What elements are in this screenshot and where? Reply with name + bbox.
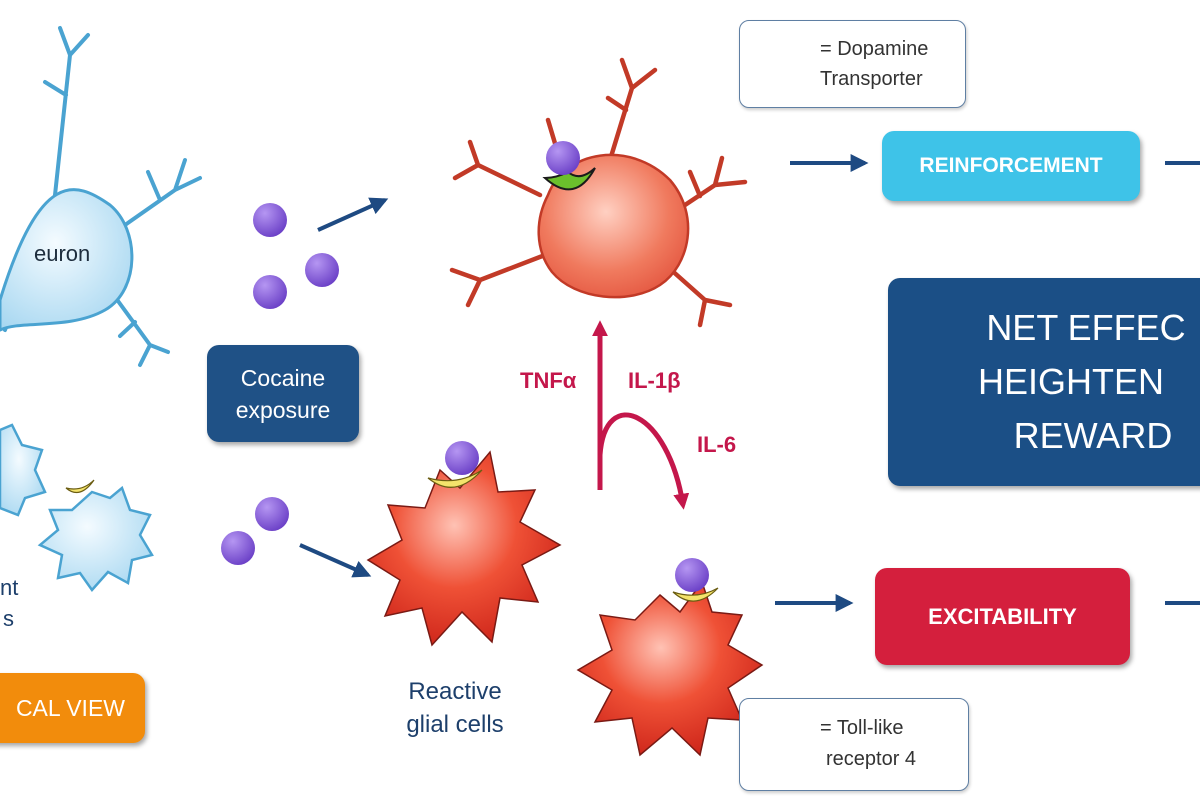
cocaine-molecules-bottom bbox=[221, 497, 289, 565]
il-1-beta-label: IL-1β bbox=[628, 368, 681, 393]
net-effect-line2: HEIGHTEN bbox=[977, 361, 1164, 402]
cocaine-molecule bbox=[546, 141, 580, 175]
legend-tlr-line2: receptor 4 bbox=[826, 748, 917, 770]
net-effect-line1: NET EFFEC bbox=[986, 307, 1186, 348]
cocaine-molecules-top bbox=[253, 203, 339, 309]
resting-neuron bbox=[0, 26, 202, 367]
reactive-glial-cell bbox=[576, 558, 764, 757]
cocaine-exposure-line2: exposure bbox=[235, 396, 331, 423]
reactive-glial-label-line1: Reactive bbox=[408, 678, 502, 705]
legend-toll-like-receptor: = Toll-like receptor 4 bbox=[739, 698, 969, 791]
reactive-glial-label-line2: glial cells bbox=[406, 711, 504, 738]
excitability-box: EXCITABILITY bbox=[875, 568, 1130, 665]
net-effect-box: NET EFFEC HEIGHTEN REWARD bbox=[888, 278, 1200, 486]
dopamine-transporter-on-neuron bbox=[542, 167, 596, 191]
resting-glia bbox=[0, 423, 154, 593]
legend-dopamine-transporter: = Dopamine Transporter bbox=[739, 20, 966, 108]
view-box: CAL VIEW bbox=[0, 673, 145, 743]
glia-label-partial-1: nt bbox=[0, 575, 19, 600]
neuron-label: euron bbox=[34, 241, 91, 266]
reactive-glial-cell bbox=[366, 441, 562, 647]
legend-dopamine-line2: Transporter bbox=[820, 68, 923, 90]
cocaine-exposure-box: Cocaine exposure bbox=[207, 345, 359, 442]
reinforcement-box: REINFORCEMENT bbox=[882, 131, 1140, 201]
tnf-alpha-label: TNFα bbox=[520, 368, 577, 393]
glia-label-partial-2: s bbox=[3, 606, 14, 631]
cytokine-arrows bbox=[591, 320, 690, 510]
il-6-label: IL-6 bbox=[697, 432, 737, 457]
activated-neuron bbox=[449, 57, 748, 328]
flow-arrows bbox=[299, 154, 1200, 612]
legend-dopamine-line1: = Dopamine bbox=[820, 38, 929, 60]
net-effect-line3: REWARD bbox=[1013, 415, 1173, 456]
legend-tlr-line1: = Toll-like bbox=[820, 717, 904, 739]
cocaine-exposure-line1: Cocaine bbox=[240, 364, 326, 391]
